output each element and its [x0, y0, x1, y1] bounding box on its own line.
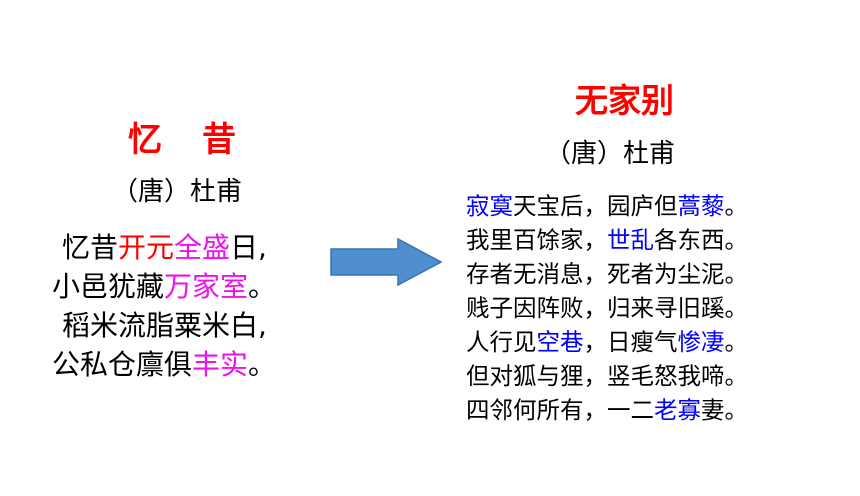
right-poem-line-5: 人行见空巷，日瘦气惨凄。 — [466, 328, 748, 356]
left-poem-line-4: 公私仓廪俱丰实。 — [52, 348, 277, 381]
right-poem-line-7: 四邻何所有，一二老寡妻。 — [466, 396, 748, 424]
right-poem-body: 寂寞天宝后，园庐但蒿藜。 我里百馀家，世乱各东西。 存者无消息，死者为尘泥。 贱… — [466, 189, 748, 427]
right-poem-line-4: 贱子因阵败，归来寻旧蹊。 — [466, 294, 748, 322]
left-poem-body: 忆昔开元全盛日, 小邑犹藏万家室。 稻米流脂粟米白, 公私仓廪俱丰实。 — [52, 228, 276, 384]
right-poem-line-6: 但对狐与狸，竖毛怒我啼。 — [466, 362, 748, 390]
left-poem-author: （唐）杜甫 — [112, 177, 243, 207]
left-poem-line-3: 稻米流脂粟米白, — [62, 309, 267, 342]
left-poem-title: 忆昔 — [128, 120, 276, 160]
right-arrow-icon — [330, 238, 442, 286]
right-poem-author: （唐）杜甫 — [545, 139, 676, 169]
left-poem-line-1: 忆昔开元全盛日, — [62, 231, 267, 264]
left-poem-line-2: 小邑犹藏万家室。 — [52, 270, 277, 303]
right-poem-line-2: 我里百馀家，世乱各东西。 — [466, 226, 748, 254]
right-poem-line-1: 寂寞天宝后，园庐但蒿藜。 — [466, 192, 748, 220]
right-poem-title: 无家别 — [575, 81, 674, 120]
right-poem-line-3: 存者无消息，死者为尘泥。 — [466, 260, 748, 288]
